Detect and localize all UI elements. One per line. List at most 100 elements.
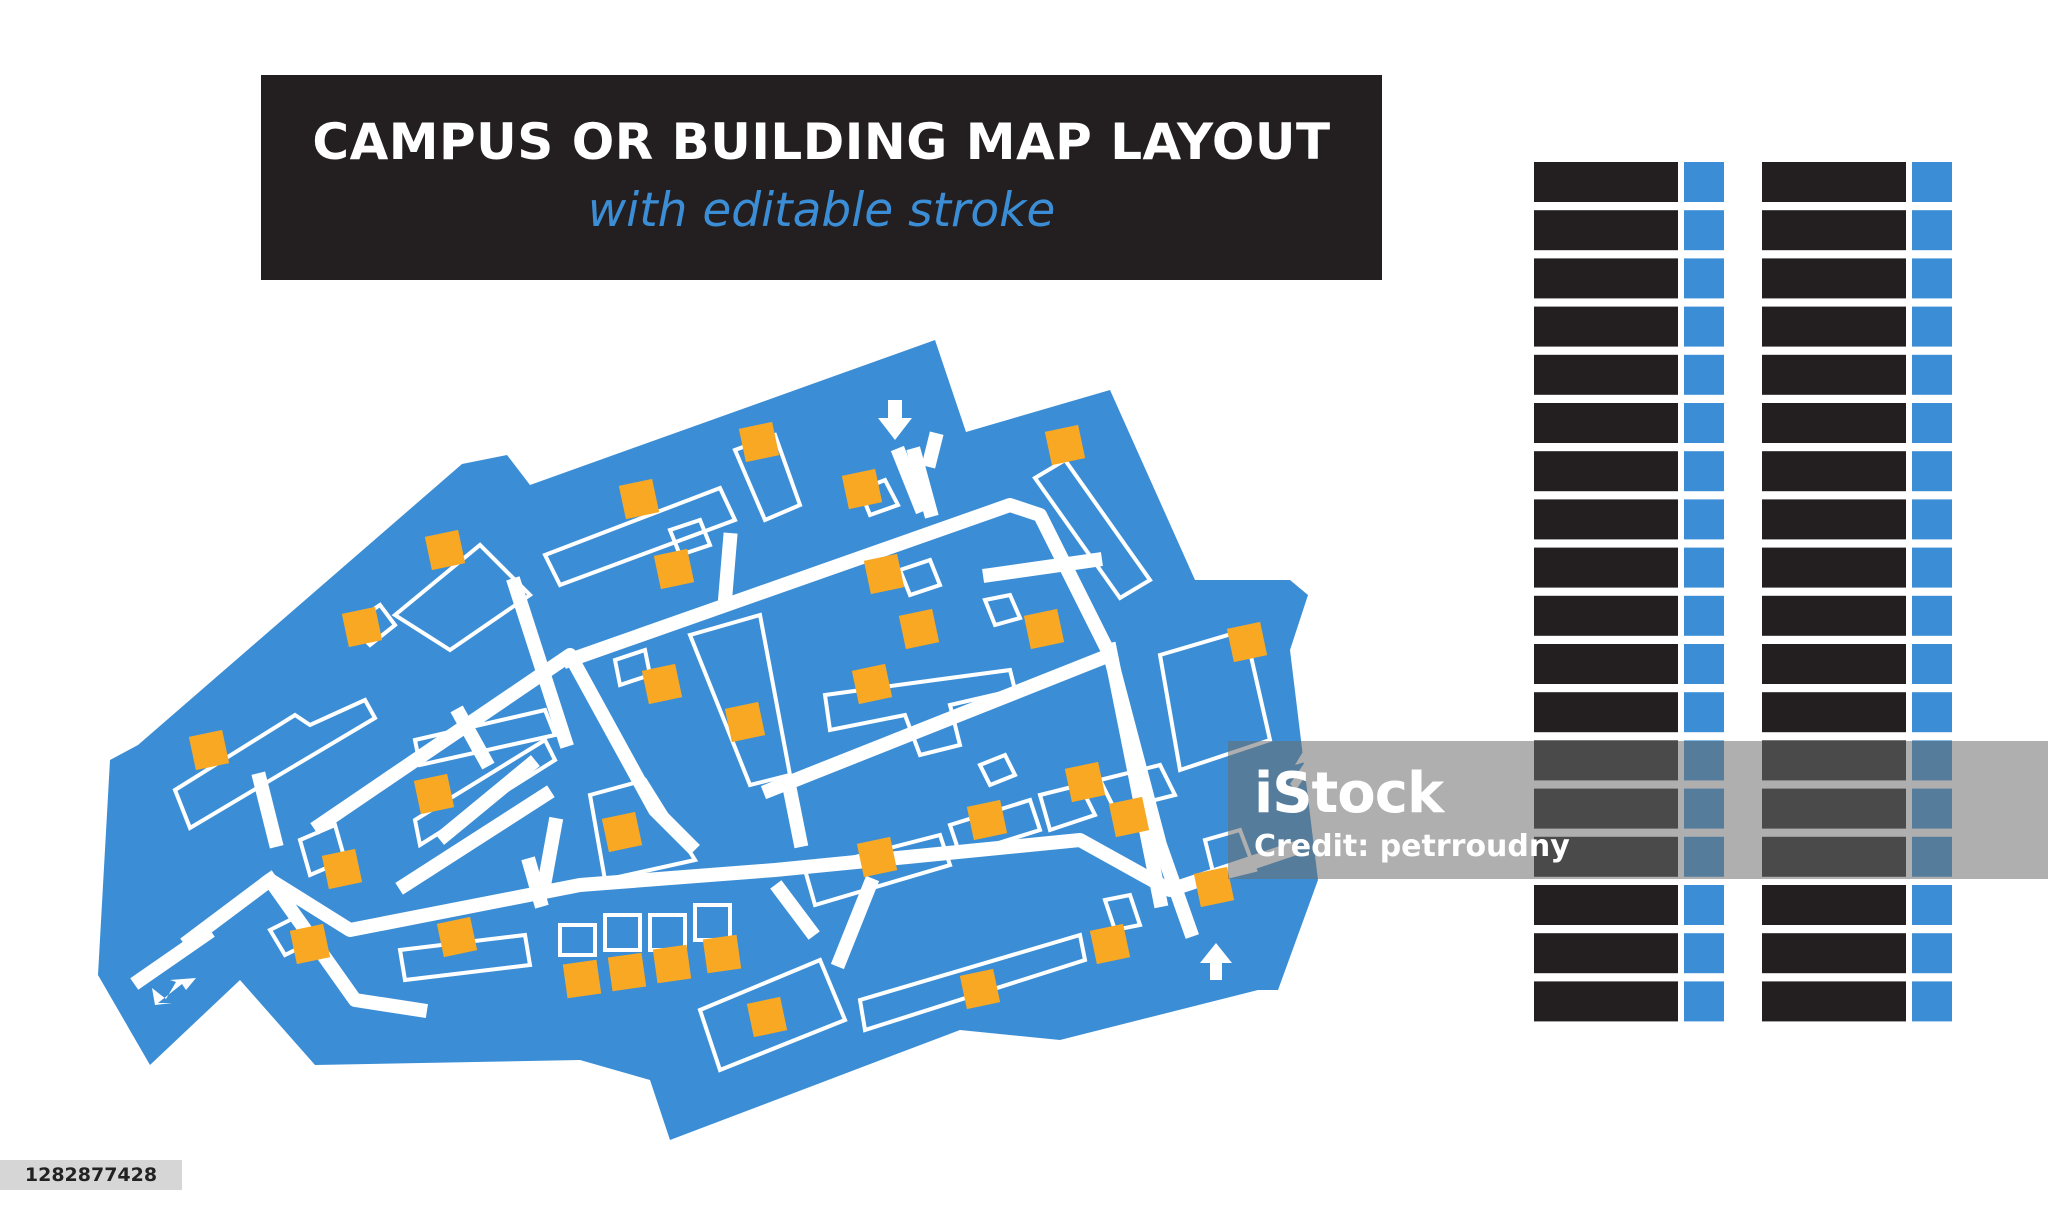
- marker-icon: [1044, 424, 1086, 466]
- legend-label-cell: [1762, 451, 1906, 492]
- legend-label-cell: [1534, 306, 1678, 347]
- building: [542, 485, 738, 588]
- building: [1157, 627, 1273, 773]
- building: [822, 667, 1018, 758]
- legend-label-cell: [1762, 885, 1906, 925]
- marker-icon: [702, 934, 742, 974]
- building: [391, 542, 534, 653]
- legend-label-cell: [1534, 547, 1678, 588]
- legend-marker-cell: [1684, 403, 1724, 443]
- marker-icon: [413, 773, 455, 815]
- marker-icon: [724, 701, 766, 743]
- legend-marker-cell: [1684, 644, 1724, 684]
- legend-marker-cell: [1912, 885, 1952, 925]
- building: [412, 707, 558, 768]
- building: [1102, 892, 1143, 933]
- legend-label-cell: [1534, 258, 1678, 299]
- legend-marker-cell: [1684, 306, 1724, 347]
- building: [802, 832, 953, 908]
- building: [697, 957, 848, 1073]
- legend-marker-cell: [1684, 499, 1724, 540]
- markers: [188, 421, 1268, 1038]
- marker-icon: [424, 529, 466, 571]
- legend-label-cell: [1534, 162, 1678, 202]
- building: [667, 517, 713, 558]
- legend-marker-cell: [1912, 210, 1952, 251]
- marker-icon: [1193, 866, 1235, 908]
- title-banner: CAMPUS OR BUILDING MAP LAYOUT with edita…: [261, 75, 1382, 280]
- legend-label-cell: [1762, 595, 1906, 636]
- legend-label-cell: [1762, 162, 1906, 202]
- legend-marker-cell: [1912, 547, 1952, 588]
- marker-icon: [856, 836, 898, 878]
- building: [397, 932, 533, 983]
- legend-label-cell: [1762, 306, 1906, 347]
- marker-icon: [738, 421, 780, 463]
- legend-marker-cell: [1684, 933, 1724, 974]
- watermark: iStock Credit: petrroudny: [1228, 741, 2048, 879]
- watermark-credit: Credit: petrroudny: [1254, 829, 1570, 864]
- legend-label-cell: [1534, 885, 1678, 925]
- legend-label-cell: [1762, 547, 1906, 588]
- marker-icon: [966, 799, 1008, 841]
- building: [687, 612, 793, 788]
- building: [603, 913, 642, 952]
- marker-icon: [641, 663, 683, 705]
- legend-label-cell: [1534, 595, 1678, 636]
- legend-label-cell: [1762, 499, 1906, 540]
- building: [982, 592, 1023, 628]
- marker-icon: [341, 606, 383, 648]
- legend-label-cell: [1534, 499, 1678, 540]
- marker-icon: [188, 729, 230, 771]
- legend-label-cell: [1762, 692, 1906, 733]
- legend-marker-cell: [1684, 981, 1724, 1022]
- marker-icon: [601, 811, 643, 853]
- legend-marker-cell: [1684, 595, 1724, 636]
- legend-marker-cell: [1912, 451, 1952, 492]
- marker-icon: [1108, 796, 1150, 838]
- marker-icon: [436, 916, 478, 958]
- marker-icon: [618, 478, 660, 520]
- marker-icon: [898, 608, 940, 650]
- legend-marker-cell: [1684, 547, 1724, 588]
- marker-icon: [851, 663, 893, 705]
- legend-marker-cell: [1912, 644, 1952, 684]
- arrow-down-icon: [878, 400, 912, 440]
- legend-label-cell: [1534, 354, 1678, 395]
- legend-marker-cell: [1912, 403, 1952, 443]
- building: [558, 923, 597, 957]
- page-title: CAMPUS OR BUILDING MAP LAYOUT: [312, 113, 1331, 171]
- legend-label-cell: [1534, 210, 1678, 251]
- arrow-up-icon: [1200, 943, 1232, 980]
- legend-marker-cell: [1684, 885, 1724, 925]
- legend-marker-cell: [1912, 933, 1952, 974]
- legend-label-cell: [1762, 981, 1906, 1022]
- image-id-label: 1282877428: [0, 1160, 182, 1190]
- building: [172, 697, 378, 831]
- legend-marker-cell: [1912, 981, 1952, 1022]
- legend-label-cell: [1534, 933, 1678, 974]
- legend-label-cell: [1762, 354, 1906, 395]
- legend-marker-cell: [1912, 692, 1952, 733]
- marker-icon: [562, 959, 602, 999]
- marker-icon: [289, 923, 331, 965]
- building: [1032, 457, 1153, 601]
- building: [1097, 762, 1178, 813]
- legend-marker-cell: [1684, 354, 1724, 395]
- marker-icon: [746, 996, 788, 1038]
- building: [412, 737, 558, 849]
- marker-icon: [1226, 621, 1268, 663]
- marker-icon: [653, 548, 695, 590]
- legend-label-cell: [1534, 981, 1678, 1022]
- legend-marker-cell: [1684, 210, 1724, 251]
- arrow-left-down-icon: [152, 978, 196, 1005]
- legend-label-cell: [1762, 933, 1906, 974]
- campus-area: [98, 340, 1318, 1140]
- legend-label-cell: [1534, 644, 1678, 684]
- legend-label-cell: [1762, 258, 1906, 299]
- legend-label-cell: [1534, 451, 1678, 492]
- building: [897, 557, 943, 598]
- legend-marker-cell: [1684, 258, 1724, 299]
